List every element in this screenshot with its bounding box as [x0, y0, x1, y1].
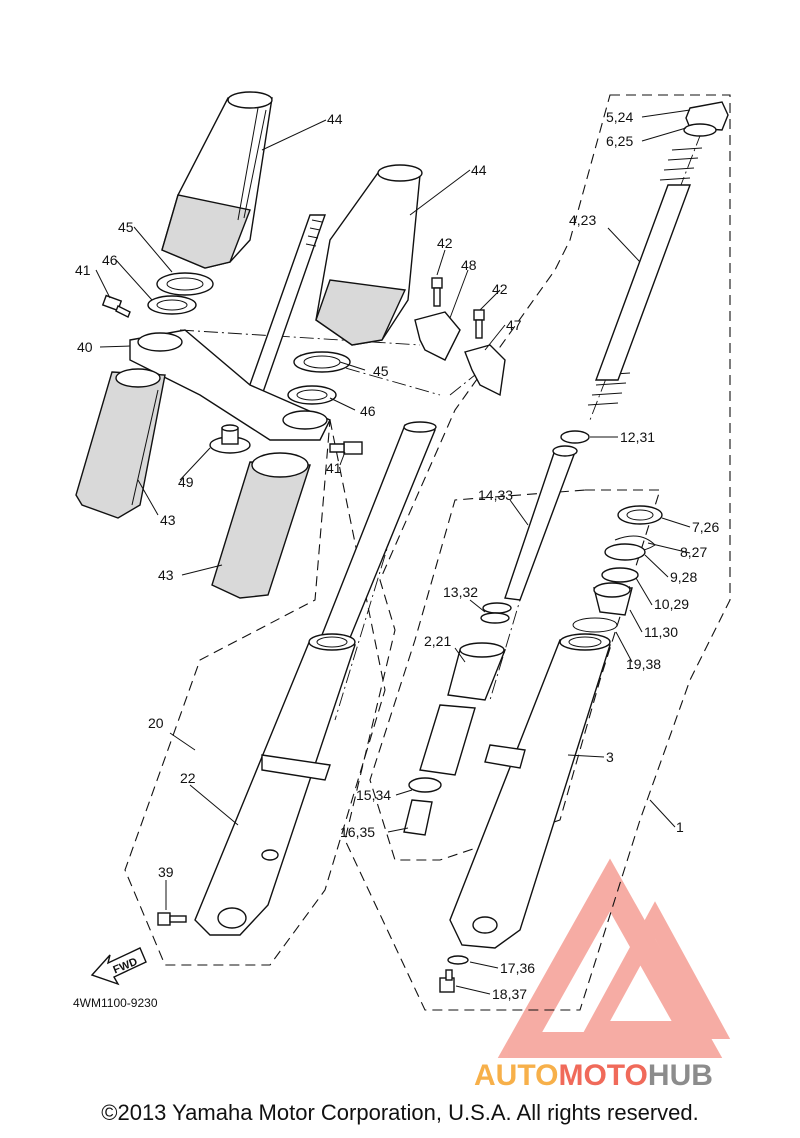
bolt-41-right	[329, 441, 363, 455]
callout-39: 39	[158, 864, 174, 880]
cap-bolt-5-24	[685, 101, 729, 131]
callout-20: 20	[148, 715, 164, 731]
inner-tube-left	[317, 421, 437, 651]
fwd-arrow-icon: FWD	[90, 947, 147, 986]
bracket-47	[464, 344, 506, 397]
callout-44b: 44	[471, 162, 487, 178]
callout-4-23: 4,23	[569, 212, 596, 228]
callout-labels: 44 44 45 45 46 46 41 41 40 42 42 48 47 4…	[75, 109, 719, 1002]
spring-4-23	[587, 147, 703, 406]
bushing-2-21	[447, 642, 507, 701]
bolt-42-upper	[431, 277, 443, 307]
callout-3: 3	[606, 749, 614, 765]
callout-10-29: 10,29	[654, 596, 689, 612]
callout-41a: 41	[75, 262, 91, 278]
callout-12-31: 12,31	[620, 429, 655, 445]
callout-6-25: 6,25	[606, 133, 633, 149]
callout-46a: 46	[102, 252, 118, 268]
callout-44a: 44	[327, 111, 343, 127]
callout-17-36: 17,36	[500, 960, 535, 976]
washer-10-29	[601, 567, 639, 583]
assembly-outline-1	[344, 94, 731, 1011]
callout-42a: 42	[437, 235, 453, 251]
washer-46-left	[147, 295, 197, 315]
watermark-logo	[497, 858, 731, 1058]
callout-15-34: 15,34	[356, 787, 391, 803]
o-ring-6-25	[683, 123, 717, 137]
callout-40: 40	[77, 339, 93, 355]
callout-9-28: 9,28	[670, 569, 697, 585]
leader-lines	[95, 109, 691, 995]
washer-9-28	[604, 543, 646, 561]
assembly-outline-inner	[369, 489, 661, 861]
washer-17-36	[447, 955, 469, 965]
callout-43b: 43	[158, 567, 174, 583]
callout-5-24: 5,24	[606, 109, 633, 125]
callout-11-30: 11,30	[644, 624, 678, 640]
callout-46b: 46	[360, 403, 376, 419]
callout-42b: 42	[492, 281, 508, 297]
seal-7-26	[617, 505, 663, 525]
callout-2-21: 2,21	[424, 633, 451, 649]
fork-cover-lower-right	[211, 452, 311, 599]
slide-bushing-15-34	[408, 704, 476, 793]
callout-8-27: 8,27	[680, 544, 707, 560]
callout-45a: 45	[118, 219, 134, 235]
outer-tube-left	[194, 633, 356, 936]
callout-47: 47	[506, 317, 522, 333]
callout-7-26: 7,26	[692, 519, 719, 535]
copyright-notice: ©2013 Yamaha Motor Corporation, U.S.A. A…	[101, 1100, 699, 1125]
callout-18-37: 18,37	[492, 986, 527, 1002]
diagram-code: 4WM1100-9230	[73, 996, 158, 1010]
washer-45-left	[156, 272, 214, 296]
bolt-18-37	[439, 969, 455, 993]
watermark-text: AUTOMOTOHUB	[474, 1059, 713, 1092]
callout-48: 48	[461, 257, 477, 273]
o-ring-19-38	[572, 617, 618, 633]
bolt-41-left	[101, 294, 131, 318]
outer-tube-right	[449, 633, 611, 949]
bracket-48	[414, 311, 461, 361]
collar-49	[209, 424, 251, 454]
callout-45b: 45	[373, 363, 389, 379]
bolt-42-lower	[473, 309, 485, 339]
callout-22: 22	[180, 770, 196, 786]
fork-cover-upper-left	[161, 91, 273, 269]
assembly-outline-20	[124, 419, 386, 966]
oil-lock-16-35	[403, 799, 433, 836]
callout-16-35: 16,35	[340, 824, 375, 840]
ring-12-31	[560, 430, 590, 444]
fork-cover-lower-left	[75, 368, 166, 519]
callout-41b: 41	[326, 460, 342, 476]
rebound-spring-13-32	[480, 602, 512, 624]
washer-46-right	[287, 385, 337, 405]
bushing-11-30	[593, 582, 633, 616]
callout-14-33: 14,33	[478, 487, 513, 503]
callout-43a: 43	[160, 512, 176, 528]
bolt-39	[157, 912, 187, 926]
fork-cover-upper-right	[315, 164, 423, 346]
callout-13-32: 13,32	[443, 584, 478, 600]
damper-rod-14-33	[504, 445, 578, 601]
callout-19-38: 19,38	[626, 656, 661, 672]
callout-1: 1	[676, 819, 684, 835]
callout-49: 49	[178, 474, 194, 490]
